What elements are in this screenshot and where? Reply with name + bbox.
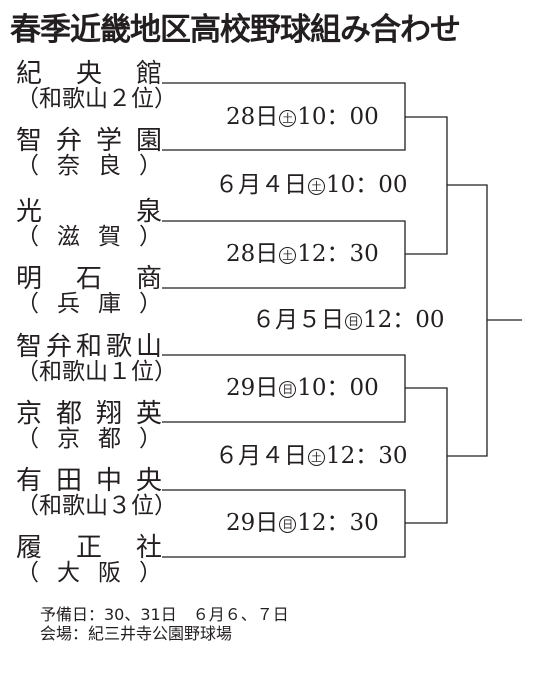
team-prefecture: （和歌山２位）	[16, 86, 177, 112]
team-name: 光泉	[16, 197, 162, 227]
semifinal-line-2	[405, 387, 448, 524]
final-line	[447, 184, 488, 457]
team-name: 智弁和歌山	[16, 332, 162, 362]
team-prefecture: （和歌山３位）	[16, 493, 177, 519]
team-name: 明石商	[16, 264, 162, 294]
venue-note: 会場：紀三井寺公園野球場	[40, 624, 233, 643]
team-prefecture: （滋賀）	[16, 224, 162, 250]
semifinal-line-1	[405, 116, 448, 255]
weekday-mark: 日	[279, 381, 297, 398]
team-prefecture: （大阪）	[16, 560, 162, 586]
team-name: 履正社	[16, 533, 162, 563]
team-name: 有田中央	[16, 466, 162, 496]
team-name: 智弁学園	[16, 126, 162, 156]
weekday-mark: 土	[308, 449, 325, 466]
weekday-mark: 日	[279, 516, 297, 533]
weekday-mark: 土	[279, 247, 297, 264]
page-title: 春季近畿地区高校野球組み合わせ	[10, 12, 461, 48]
weekday-mark: 土	[279, 110, 297, 127]
weekday-mark: 日	[345, 313, 362, 330]
team-prefecture: （兵庫）	[16, 291, 162, 317]
team-name: 紀央館	[16, 59, 162, 89]
team-name: 京都翔英	[16, 399, 162, 429]
reserve-days-note: 予備日：30、31日 ６月６、７日	[40, 605, 289, 624]
team-prefecture: （奈良）	[16, 153, 162, 179]
team-prefecture: （和歌山１位）	[16, 359, 177, 385]
weekday-mark: 土	[308, 178, 325, 195]
team-prefecture: （京都）	[16, 426, 162, 452]
